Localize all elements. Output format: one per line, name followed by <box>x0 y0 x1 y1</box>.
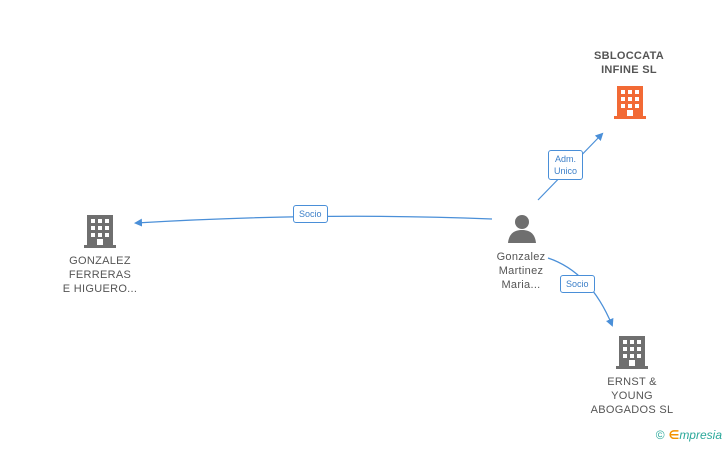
node-label-line: ERNST & <box>607 376 657 388</box>
node-label-ernst[interactable]: ERNST & YOUNG ABOGADOS SL <box>580 375 684 417</box>
building-icon[interactable] <box>616 335 648 369</box>
person-icon[interactable] <box>506 212 538 244</box>
copyright-icon: © <box>655 428 665 442</box>
edge-label-socio-gonzalez[interactable]: Socio <box>293 205 328 223</box>
node-label-line: INFINE SL <box>601 64 657 76</box>
footer-brand: ©∈mpresia <box>656 428 722 442</box>
building-icon[interactable] <box>84 214 116 248</box>
node-label-line: ABOGADOS SL <box>590 404 674 416</box>
edge-label-line: Unico <box>554 166 578 176</box>
node-label-line: GONZALEZ <box>69 255 131 267</box>
node-label-person[interactable]: Gonzalez Martinez Maria... <box>476 250 566 292</box>
edge-label-line: Adm. <box>555 154 577 164</box>
node-label-line: Gonzalez <box>496 251 546 263</box>
edge-label-text: Socio <box>566 279 589 289</box>
node-label-line: Maria... <box>501 279 541 291</box>
node-label-line: YOUNG <box>611 390 653 402</box>
node-label-sbloccata[interactable]: SBLOCCATA INFINE SL <box>570 49 688 77</box>
node-label-line: Martinez <box>498 265 544 277</box>
brand-logo-mark: ∈ <box>668 428 680 442</box>
edge-label-text: Socio <box>299 209 322 219</box>
node-label-line: SBLOCCATA <box>593 50 665 62</box>
edge-label-adm-unico[interactable]: Adm. Unico <box>548 150 584 180</box>
building-icon[interactable] <box>614 85 646 119</box>
node-label-line: E HIGUERO... <box>62 283 138 295</box>
node-label-gonzalez-ferreras[interactable]: GONZALEZ FERRERAS E HIGUERO... <box>48 254 152 296</box>
brand-name: mpresia <box>679 428 722 442</box>
node-label-line: FERRERAS <box>68 269 132 281</box>
edge-label-socio-ernst[interactable]: Socio <box>560 275 595 293</box>
